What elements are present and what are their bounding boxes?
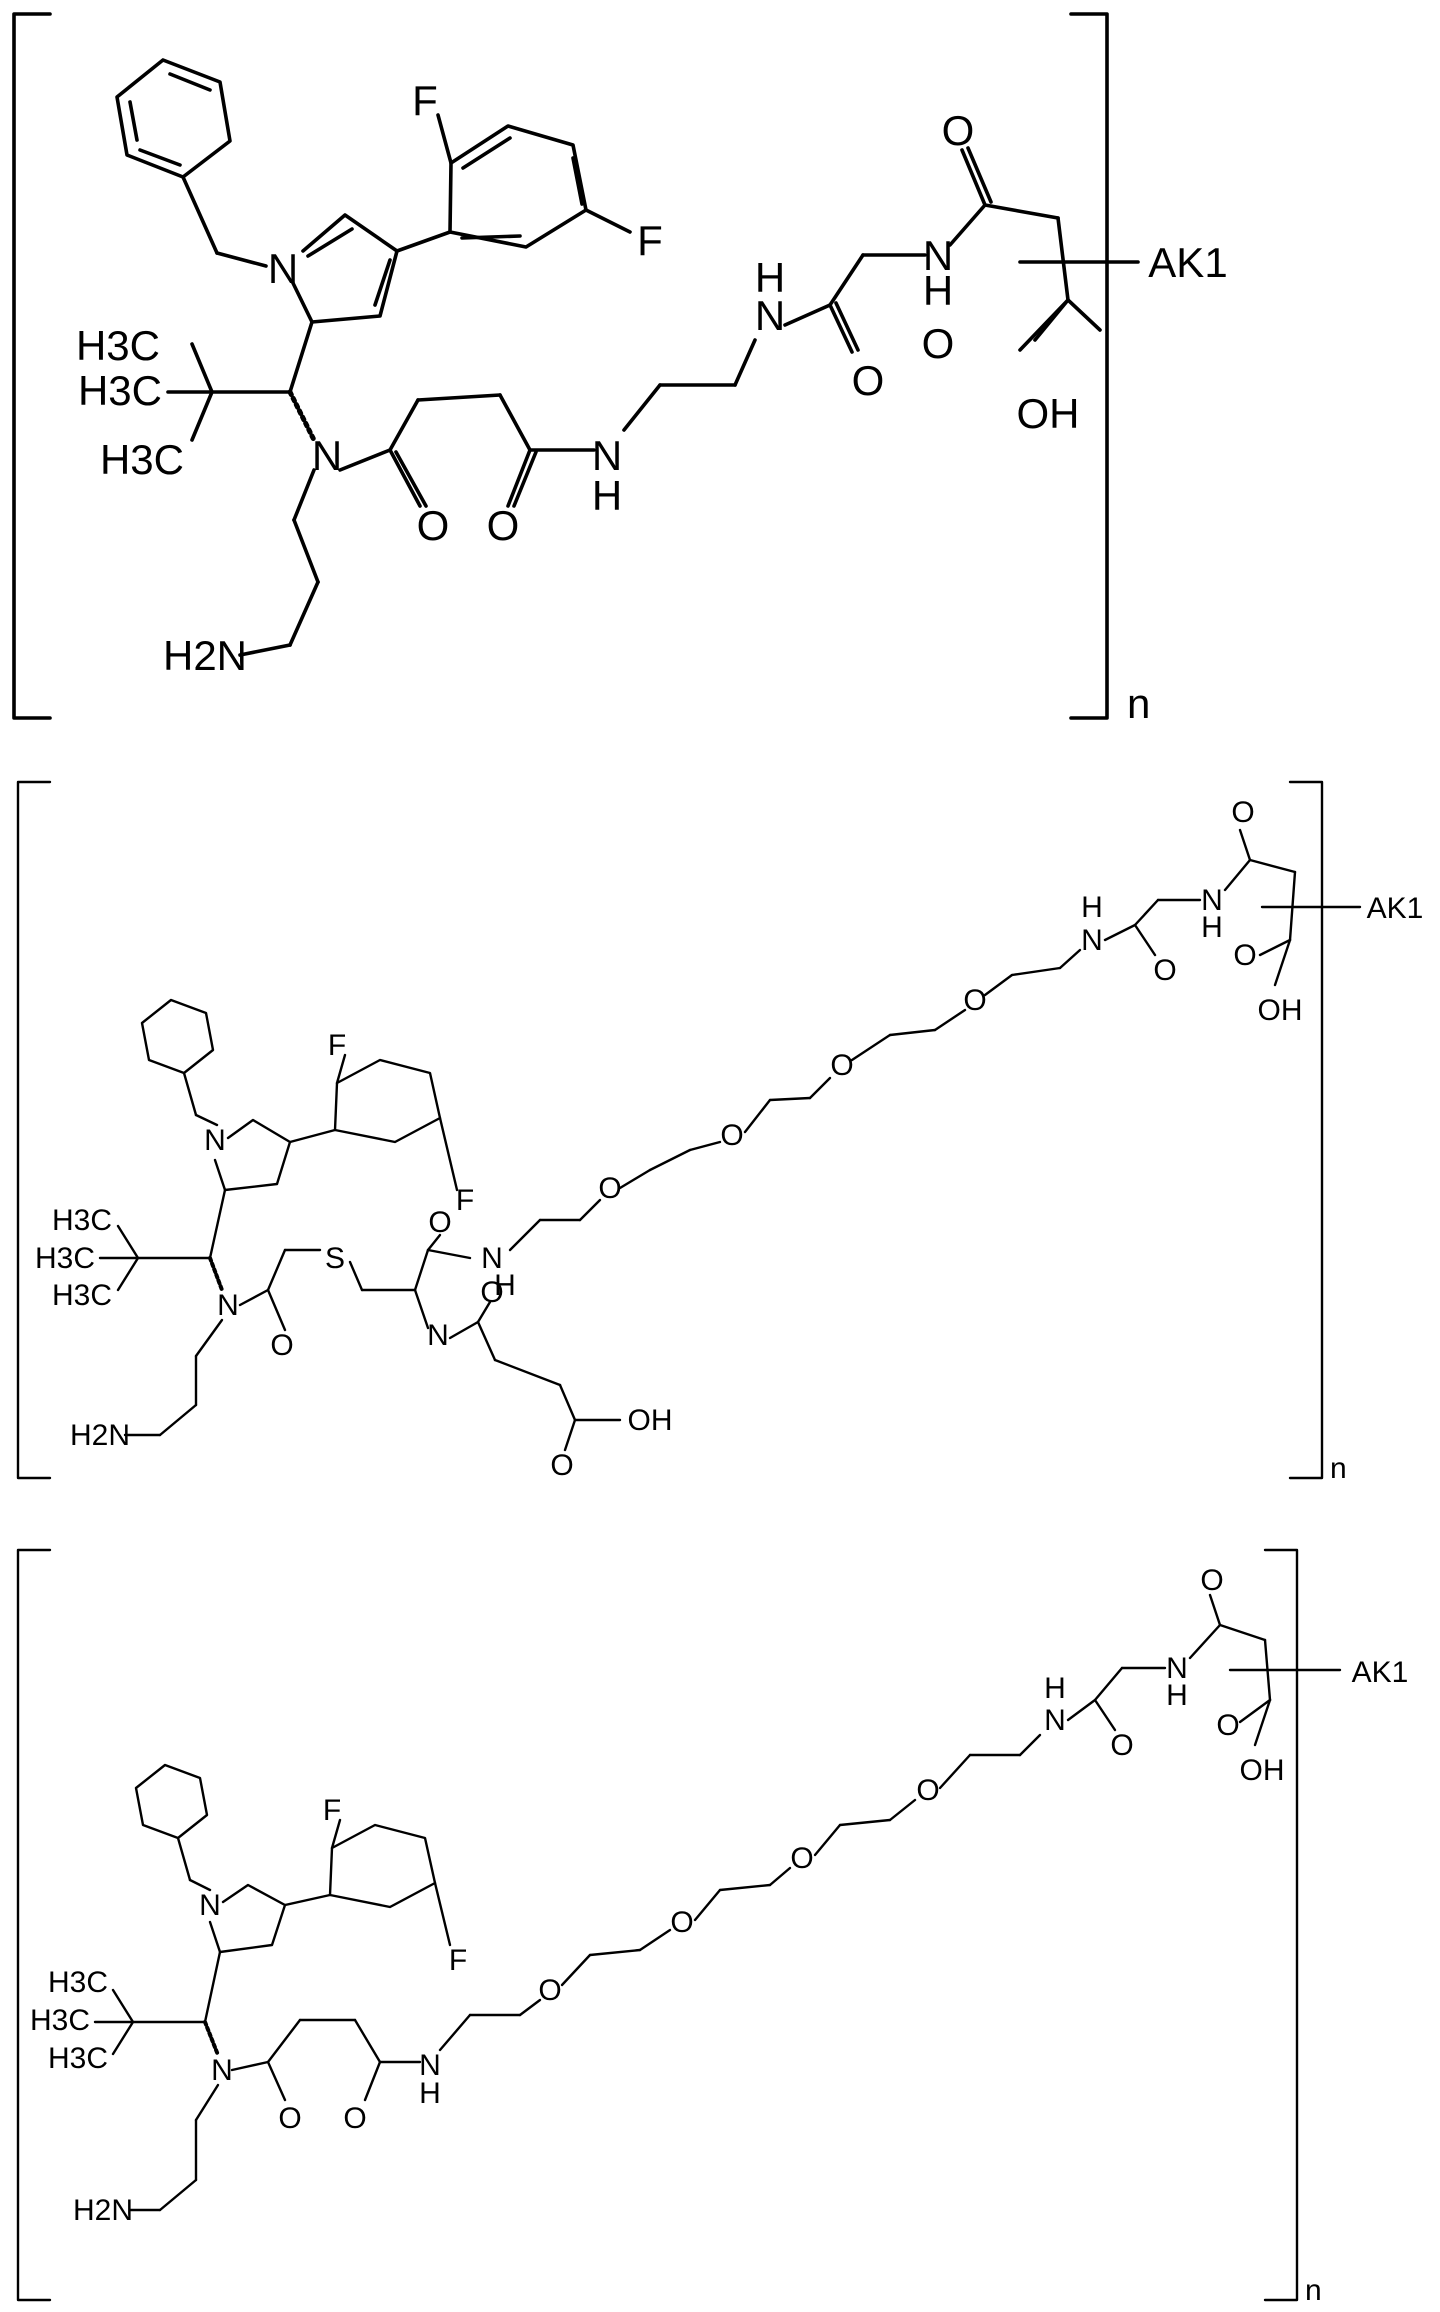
atom-label: O <box>1110 1729 1133 1762</box>
methyl-label: H3C <box>52 1204 112 1237</box>
atom-label: AK1 <box>1148 239 1227 286</box>
atom-label: F <box>328 1029 346 1062</box>
methyl-label: H3C <box>100 436 184 483</box>
atom-label: N <box>1044 1704 1066 1737</box>
methyl-label: H3C <box>30 2004 90 2037</box>
atom-label: O <box>830 1049 853 1082</box>
atom-label: OH <box>1258 994 1303 1027</box>
repeat-index: n <box>1127 680 1150 727</box>
atom-label: O <box>270 1329 293 1362</box>
atom-label: O <box>1153 954 1176 987</box>
atom-label: N <box>204 1124 226 1157</box>
atom-label: N <box>312 432 342 479</box>
atom-label: AK1 <box>1352 1656 1409 1689</box>
atom-label: O <box>790 1842 813 1875</box>
atom-label: O <box>942 107 975 154</box>
structure-1-labels: F F N H3C H3C H3C N O O N H N H O N H O … <box>76 77 1228 727</box>
methyl-label: H3C <box>76 322 160 369</box>
atom-label: O <box>922 320 955 367</box>
atom-label: F <box>412 77 438 124</box>
atom-label: H <box>755 254 785 301</box>
methyl-label: H3C <box>52 1279 112 1312</box>
atom-label: O <box>417 502 450 549</box>
atom-label: H <box>1044 1672 1066 1705</box>
atom-label: H <box>1081 891 1103 924</box>
atom-label: O <box>720 1119 743 1152</box>
left-bracket-1 <box>14 14 50 718</box>
methyl-label: H3C <box>35 1242 95 1275</box>
atom-label: AK1 <box>1367 892 1424 925</box>
atom-label: O <box>428 1206 451 1239</box>
atom-label: O <box>487 502 520 549</box>
atom-label: O <box>343 2102 366 2135</box>
atom-label: H <box>592 472 622 519</box>
atom-label: O <box>963 984 986 1017</box>
atom-label: O <box>1233 939 1256 972</box>
atom-label: N <box>1081 924 1103 957</box>
atom-label: OH <box>628 1404 673 1437</box>
atom-label: H <box>419 2077 441 2110</box>
atom-label: F <box>449 1944 467 1977</box>
atom-label: N <box>199 1889 221 1922</box>
left-bracket-3 <box>18 1550 50 2300</box>
structure-3-labels: F F N H3C H3C H3C N O O N H O O O O N H … <box>30 1564 1408 2307</box>
methyl-label: H3C <box>78 367 162 414</box>
atom-label: H <box>923 267 953 314</box>
atom-label: H2N <box>70 1419 130 1452</box>
repeat-index: n <box>1330 1452 1347 1485</box>
atom-label: N <box>427 1319 449 1352</box>
pyrrole-ring-1 <box>292 215 397 322</box>
atom-label: O <box>1231 796 1254 829</box>
atom-label: H <box>1166 1679 1188 1712</box>
atom-label: O <box>278 2102 301 2135</box>
atom-label: O <box>480 1276 503 1309</box>
atom-label: O <box>550 1449 573 1482</box>
atom-label: O <box>852 357 885 404</box>
atom-label: O <box>916 1774 939 1807</box>
structure-2-labels: F F N H3C H3C H3C N O S O N H N O O OH O… <box>35 796 1423 1485</box>
atom-label: H2N <box>73 2194 133 2227</box>
atom-label: H2N <box>163 632 247 679</box>
atom-label: F <box>637 217 663 264</box>
atom-label: O <box>1216 1709 1239 1742</box>
atom-label: H <box>1201 911 1223 944</box>
atom-label: F <box>456 1184 474 1217</box>
methyl-label: H3C <box>48 2042 108 2075</box>
atom-label: O <box>598 1172 621 1205</box>
atom-label: O <box>538 1974 561 2007</box>
atom-label: OH <box>1017 390 1080 437</box>
atom-label: O <box>1200 1564 1223 1597</box>
methyl-label: H3C <box>48 1966 108 1999</box>
atom-label: S <box>325 1242 345 1275</box>
left-bracket-2 <box>18 782 50 1478</box>
atom-label: OH <box>1240 1754 1285 1787</box>
right-bracket-1 <box>1071 14 1107 718</box>
atom-label: F <box>323 1794 341 1827</box>
atom-label: O <box>670 1906 693 1939</box>
atom-label: N <box>268 245 298 292</box>
repeat-index: n <box>1305 2274 1322 2307</box>
right-bracket-3 <box>1265 1550 1297 2300</box>
atom-label: N <box>211 2054 233 2087</box>
atom-label: N <box>217 1289 239 1322</box>
difluorophenyl-ring-1 <box>450 126 586 247</box>
